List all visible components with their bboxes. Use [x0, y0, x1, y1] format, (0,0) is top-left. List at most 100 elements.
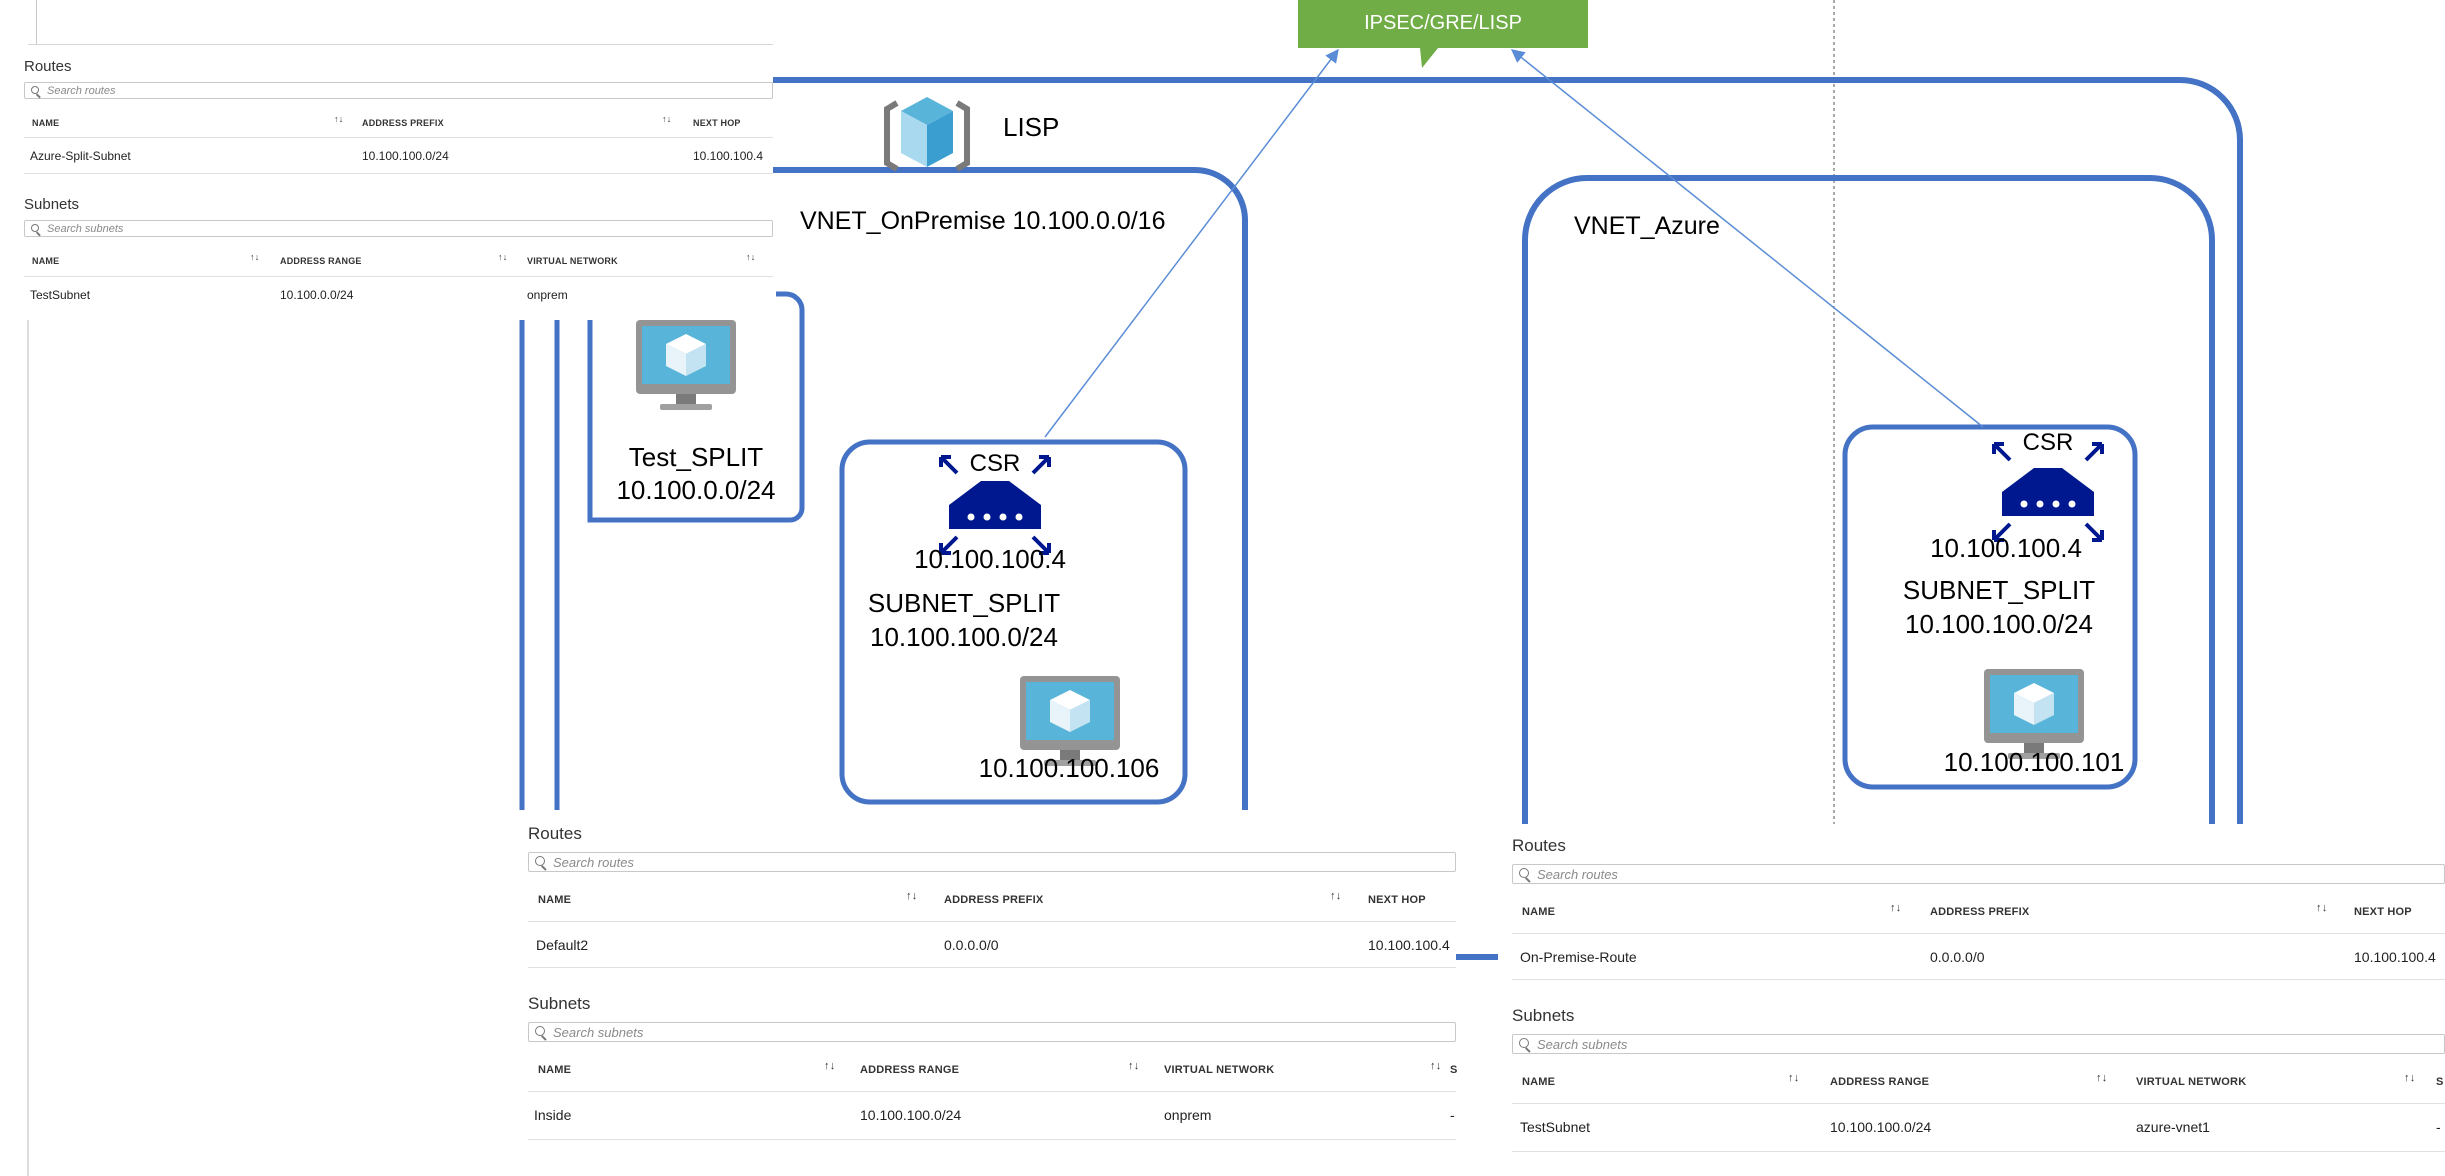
topleft-subnets-search[interactable]: Search subnets	[24, 220, 773, 237]
azure-subnets-search[interactable]: Search subnets	[1512, 1034, 2445, 1054]
col-nexthop-header[interactable]: NEXT HOP	[1368, 894, 1426, 906]
table-row[interactable]: Default2 0.0.0.0/0 10.100.100.4	[528, 922, 1456, 968]
onprem-subnets-search-placeholder: Search subnets	[553, 1024, 644, 1040]
azure-subnet-cidr: 10.100.100.0/24	[1905, 609, 2093, 639]
topleft-routes-table: NAME ↑↓ ADDRESS PREFIX ↑↓ NEXT HOP Azure…	[24, 108, 773, 176]
table-row[interactable]: TestSubnet 10.100.0.0/24 onprem	[24, 277, 773, 311]
col-name-header[interactable]: NAME	[32, 256, 60, 266]
col-prefix-header[interactable]: ADDRESS PREFIX	[362, 118, 444, 128]
sort-icon[interactable]: ↑↓	[2404, 1072, 2416, 1084]
cell: 10.100.0.0/24	[280, 288, 354, 302]
test-split-box	[587, 291, 805, 523]
col-range-header[interactable]: ADDRESS RANGE	[1830, 1076, 1930, 1088]
col-range-header[interactable]: ADDRESS RANGE	[860, 1064, 960, 1076]
col-range-header[interactable]: ADDRESS RANGE	[280, 256, 362, 266]
sort-icon[interactable]: ↑↓	[1788, 1072, 1800, 1084]
onprem-subnets-title: Subnets	[528, 994, 591, 1013]
azure-subnets-search-placeholder: Search subnets	[1537, 1036, 1628, 1052]
vnet-azure-label: VNET_Azure	[1574, 212, 1720, 240]
azure-routes-search-placeholder: Search routes	[1537, 866, 1618, 882]
lisp-label: LISP	[1003, 112, 1059, 142]
banner-label: IPSEC/GRE/LISP	[1364, 12, 1522, 34]
vnet-onprem-container	[773, 167, 1248, 810]
table-row[interactable]: TestSubnet 10.100.100.0/24 azure-vnet1 -	[1512, 1104, 2445, 1152]
azure-router-icon	[1992, 442, 2104, 542]
cell: 10.100.100.4	[1368, 937, 1450, 953]
sort-icon[interactable]: ↑↓	[1890, 902, 1902, 914]
col-s-header[interactable]: S	[2436, 1076, 2444, 1088]
cell: Default2	[536, 937, 589, 953]
topleft-scrollbar-stub	[36, 0, 37, 44]
table-row[interactable]: On-Premise-Route 0.0.0.0/0 10.100.100.4	[1512, 934, 2445, 980]
col-prefix-header[interactable]: ADDRESS PREFIX	[944, 894, 1044, 906]
col-vnet-header[interactable]: VIRTUAL NETWORK	[2136, 1076, 2247, 1088]
azure-routes-search[interactable]: Search routes	[1512, 864, 2445, 884]
table-header: NAME ↑↓ ADDRESS RANGE ↑↓ VIRTUAL NETWORK…	[24, 245, 773, 277]
tunnel-arrow-azure	[1510, 49, 1984, 428]
table-header: NAME ↑↓ ADDRESS RANGE ↑↓ VIRTUAL NETWORK…	[528, 1050, 1458, 1092]
sort-icon[interactable]: ↑↓	[662, 114, 672, 124]
cell: onprem	[1164, 1107, 1212, 1123]
onprem-routes-title: Routes	[528, 824, 582, 843]
cell: 10.100.100.0/24	[860, 1107, 962, 1123]
col-vnet-header[interactable]: VIRTUAL NETWORK	[1164, 1064, 1275, 1076]
col-name-header[interactable]: NAME	[538, 894, 572, 906]
test-split-cidr: 10.100.0.0/24	[616, 475, 775, 505]
lisp-container	[773, 77, 2243, 830]
sort-icon[interactable]: ↑↓	[1330, 890, 1342, 902]
sort-icon[interactable]: ↑↓	[824, 1060, 836, 1072]
onprem-routes-table: NAME ↑↓ ADDRESS PREFIX ↑↓ NEXT HOP Defau…	[528, 880, 1456, 970]
col-vnet-header[interactable]: VIRTUAL NETWORK	[527, 256, 618, 266]
sort-icon[interactable]: ↑↓	[2316, 902, 2328, 914]
topleft-routes-search[interactable]: Search routes	[24, 82, 773, 99]
col-nexthop-header[interactable]: NEXT HOP	[2354, 906, 2412, 918]
topleft-routes-search-placeholder: Search routes	[47, 84, 116, 97]
sort-icon[interactable]: ↑↓	[334, 114, 344, 124]
topleft-subnets-search-placeholder: Search subnets	[47, 222, 124, 235]
onprem-subnets-search[interactable]: Search subnets	[528, 1022, 1456, 1042]
vnet-azure-container	[1522, 175, 2215, 830]
topleft-panel: Routes Search routes NAME ↑↓ ADDRESS PRE…	[0, 0, 773, 320]
col-name-header[interactable]: NAME	[538, 1064, 572, 1076]
azure-vm-icon	[1984, 669, 2084, 759]
test-split-vm-icon	[636, 320, 736, 410]
col-prefix-header[interactable]: ADDRESS PREFIX	[1930, 906, 2030, 918]
azure-subnets-table: NAME ↑↓ ADDRESS RANGE ↑↓ VIRTUAL NETWORK…	[1512, 1062, 2445, 1154]
cell: azure-vnet1	[2136, 1119, 2210, 1135]
azure-routes-title: Routes	[1512, 836, 1566, 855]
azure-panel: Routes Search routes NAME ↑↓ ADDRESS PRE…	[1498, 824, 2445, 1176]
sort-icon[interactable]: ↑↓	[498, 252, 508, 262]
col-name-header[interactable]: NAME	[32, 118, 60, 128]
banner-callout: IPSEC/GRE/LISP	[1298, 0, 1588, 68]
cell: 10.100.100.4	[693, 149, 764, 163]
cell: TestSubnet	[30, 288, 91, 302]
table-row[interactable]: Inside 10.100.100.0/24 onprem -	[528, 1092, 1456, 1140]
azure-subnet-box	[1842, 424, 2138, 790]
sort-icon[interactable]: ↑↓	[1430, 1060, 1442, 1072]
col-name-header[interactable]: NAME	[1522, 906, 1556, 918]
onprem-subnets-table: NAME ↑↓ ADDRESS RANGE ↑↓ VIRTUAL NETWORK…	[528, 1050, 1458, 1142]
cell: 10.100.100.0/24	[362, 149, 449, 163]
col-name-header[interactable]: NAME	[1522, 1076, 1556, 1088]
onprem-vm-ip: 10.100.100.106	[979, 753, 1160, 783]
tunnel-arrow-onprem	[1044, 48, 1339, 438]
col-s-header[interactable]: S	[1450, 1064, 1458, 1076]
sort-icon[interactable]: ↑↓	[1128, 1060, 1140, 1072]
onprem-subnet-box	[839, 439, 1188, 805]
onprem-subnet-cidr: 10.100.100.0/24	[870, 622, 1058, 652]
col-nexthop-header[interactable]: NEXT HOP	[693, 118, 741, 128]
search-icon	[1519, 1038, 1531, 1050]
cell: -	[2436, 1119, 2441, 1135]
sort-icon[interactable]: ↑↓	[250, 252, 260, 262]
test-split-name: Test_SPLIT	[629, 442, 764, 472]
onprem-csr-label: CSR	[970, 450, 1021, 477]
sort-icon[interactable]: ↑↓	[746, 252, 756, 262]
onprem-routes-search[interactable]: Search routes	[528, 852, 1456, 872]
cell: onprem	[527, 288, 568, 302]
table-row[interactable]: Azure-Split-Subnet 10.100.100.0/24 10.10…	[24, 138, 773, 174]
search-icon	[31, 85, 41, 96]
sort-icon[interactable]: ↑↓	[906, 890, 918, 902]
sort-icon[interactable]: ↑↓	[2096, 1072, 2108, 1084]
cell: 0.0.0.0/0	[1930, 949, 1985, 965]
onprem-routes-search-placeholder: Search routes	[553, 854, 634, 870]
